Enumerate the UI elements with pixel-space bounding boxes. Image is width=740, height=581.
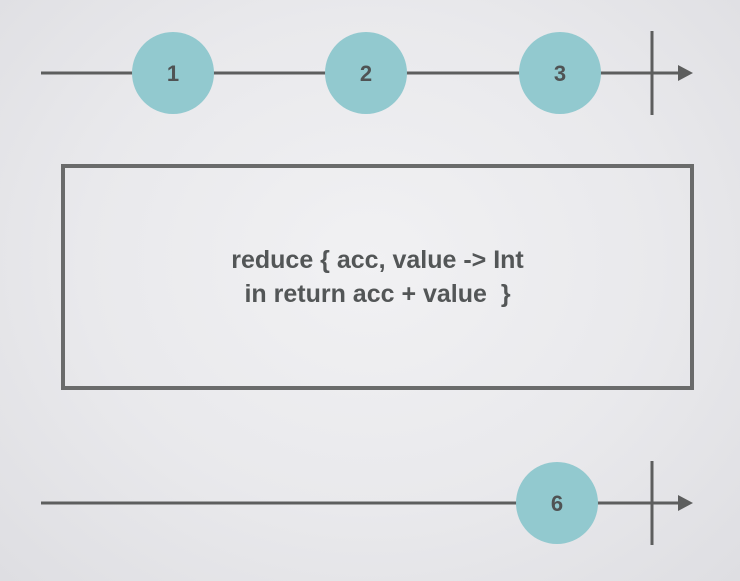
marble-label: 2 <box>360 61 372 86</box>
input-marble-2: 2 <box>325 32 407 114</box>
operator-box: reduce { acc, value -> Int in return acc… <box>61 164 694 390</box>
marble-circle <box>325 32 407 114</box>
operator-text: reduce { acc, value -> Int in return acc… <box>231 243 524 311</box>
input-stream: 1 2 3 <box>41 31 693 115</box>
operator-line-2: in return acc + value } <box>244 280 511 308</box>
output-stream: 6 <box>41 461 693 545</box>
output-timeline-arrowhead <box>678 495 693 511</box>
marble-label: 3 <box>554 61 566 86</box>
operator-line-1: reduce { acc, value -> Int <box>231 246 524 274</box>
marble-label: 1 <box>167 61 179 86</box>
input-marble-1: 1 <box>132 32 214 114</box>
marble-circle <box>519 32 601 114</box>
input-marble-3: 3 <box>519 32 601 114</box>
output-marble-1: 6 <box>516 462 598 544</box>
input-timeline-arrowhead <box>678 65 693 81</box>
marble-label: 6 <box>551 491 563 516</box>
marble-circle <box>132 32 214 114</box>
marble-circle <box>516 462 598 544</box>
